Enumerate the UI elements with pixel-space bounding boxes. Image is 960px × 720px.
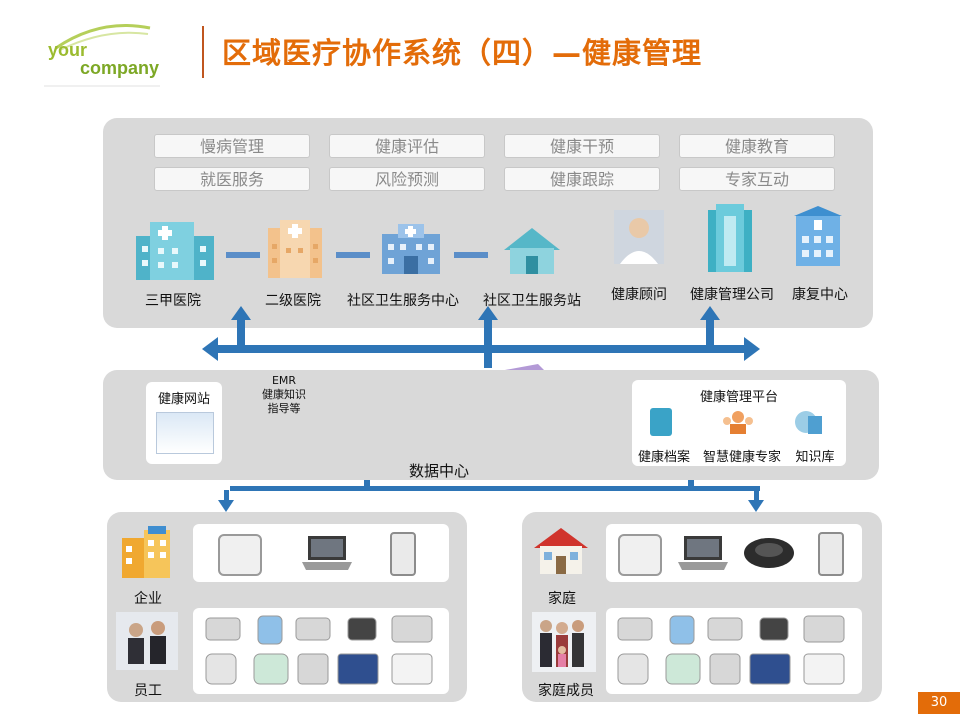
monitor-device-icon <box>618 534 662 576</box>
health-advisor-photo <box>614 210 664 264</box>
service-tag: 健康跟踪 <box>504 167 660 191</box>
service-tag: 风险预测 <box>329 167 485 191</box>
smartphone-icon <box>390 532 416 576</box>
facility-label: 社区卫生服务站 <box>483 293 581 309</box>
service-tag: 慢病管理 <box>154 134 310 158</box>
health-record-icon <box>650 408 672 436</box>
monitor-device-icon <box>218 534 262 576</box>
facility-label: 康复中心 <box>792 287 848 303</box>
family-label: 家庭 <box>548 591 576 607</box>
service-tag: 健康干预 <box>504 134 660 158</box>
page-title: 区域医疗协作系统（四）—健康管理 <box>222 36 703 70</box>
page-number: 30 <box>918 692 960 714</box>
exchange-guidance: 指导等 <box>267 402 301 415</box>
community-health-center-icon <box>382 224 440 274</box>
home-gateway-icon <box>742 536 796 570</box>
health-website-card: 健康网站 <box>146 382 222 464</box>
expert-group-icon <box>720 410 756 436</box>
smartphone-icon <box>818 532 844 576</box>
medical-devices-grid <box>202 614 442 690</box>
connector-line <box>226 252 260 258</box>
exchange-knowledge: 健康知识 <box>262 388 306 401</box>
service-tag: 健康评估 <box>329 134 485 158</box>
website-screenshot-icon <box>156 412 214 454</box>
enterprise-building-icon <box>118 524 174 580</box>
family-member-label: 家庭成员 <box>538 683 594 699</box>
family-members-photo <box>532 612 596 672</box>
rehab-center-icon <box>794 206 842 266</box>
connector-line <box>454 252 488 258</box>
laptop-icon <box>676 534 730 572</box>
service-tag: 就医服务 <box>154 167 310 191</box>
logo-text-line2: company <box>80 58 160 78</box>
employees-photo <box>116 612 178 670</box>
facility-label: 健康顾问 <box>611 287 667 303</box>
tertiary-hospital-icon <box>136 222 214 280</box>
secondary-hospital-icon <box>268 220 322 278</box>
community-health-station-icon <box>504 228 560 274</box>
logo-swoosh-icon <box>44 24 160 87</box>
up-arrows <box>231 306 720 368</box>
facility-label: 二级医院 <box>265 293 321 309</box>
facility-label: 健康管理公司 <box>690 287 774 303</box>
exchange-emr: EMR <box>271 374 297 387</box>
employee-label: 员工 <box>134 683 162 699</box>
facility-label: 社区卫生服务中心 <box>347 293 459 309</box>
connector-line <box>336 252 370 258</box>
horizontal-double-arrow <box>202 337 760 361</box>
health-platform-card: 健康管理平台 健康档案 智慧健康专家 知识库 <box>632 380 846 466</box>
platform-title: 健康管理平台 <box>699 390 778 405</box>
platform-item: 健康档案 <box>637 450 690 465</box>
health-management-company-icon <box>708 204 752 272</box>
logo-text-line1: your <box>48 40 88 60</box>
knowledge-base-icon <box>794 408 824 436</box>
health-website-label: 健康网站 <box>157 392 210 407</box>
family-home-icon <box>530 524 592 576</box>
datacenter-label: 数据中心 <box>408 462 469 480</box>
enterprise-label: 企业 <box>134 591 162 607</box>
title-divider <box>202 26 204 78</box>
platform-item: 知识库 <box>795 450 835 465</box>
medical-devices-grid <box>614 614 854 690</box>
facility-label: 三甲医院 <box>145 293 201 309</box>
service-tag: 专家互动 <box>679 167 835 191</box>
service-tag: 健康教育 <box>679 134 835 158</box>
laptop-icon <box>300 534 354 572</box>
platform-item: 智慧健康专家 <box>702 450 781 465</box>
